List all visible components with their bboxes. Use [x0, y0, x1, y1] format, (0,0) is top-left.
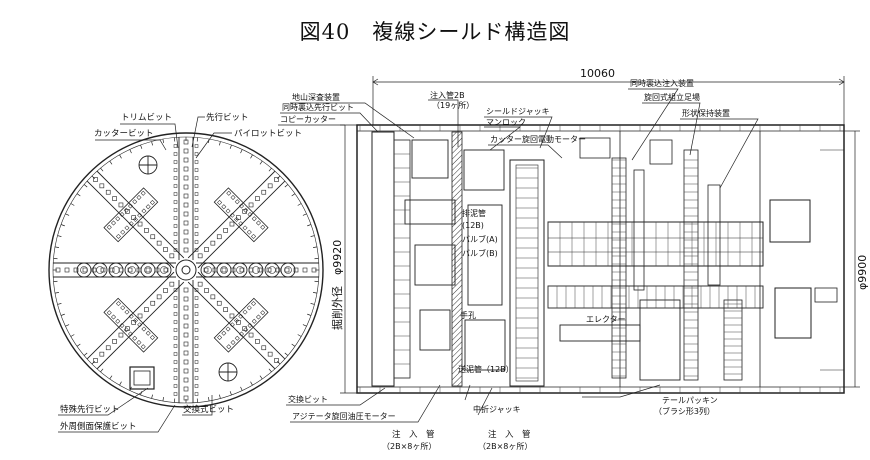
label-feed-pipe: 送泥管（12B） — [458, 364, 514, 374]
label-drain-pipe: 排泥管 — [462, 208, 486, 218]
label-pilot-bit: パイロットビット — [234, 129, 302, 139]
label-agitator-motor: アジテータ旋回油圧モーター — [292, 411, 396, 421]
label-cutter-bit: カッタービット — [94, 129, 154, 139]
label-simul-grout-device: 同時裏込注入装置 — [630, 78, 694, 88]
label-injection-pipe-1-count: （2B×8ヶ所） — [382, 441, 436, 451]
label-rotating-scaffold: 旋回式組立足場 — [644, 92, 700, 102]
figure-title: 図40 複線シールド構造図 — [299, 20, 571, 44]
label-exchange-bit-side: 交換ビット — [288, 394, 328, 404]
label-drain-pipe-count: (12B) — [462, 221, 484, 230]
label-exchange-bit: 交換式ビット — [183, 404, 234, 415]
label-shield-jack: シールドジャッキ — [486, 107, 550, 116]
label-earth-pressure-device: 地山深査装置 — [292, 92, 340, 102]
label-injection-pipe-2: 注 入 管 — [488, 429, 531, 440]
label-injection-pipe-2-count: （2B×8ヶ所） — [478, 441, 532, 451]
label-valve-1: バルブ(A) — [462, 234, 498, 244]
label-outer-protect-bit: 外周側面保護ビット — [60, 421, 137, 432]
label-copy-cutter: コピーカッター — [280, 115, 336, 124]
label-man-lock: マンロック — [486, 118, 526, 127]
label-erector: エレクター — [586, 315, 626, 324]
cutter-face-front-view — [48, 132, 324, 408]
label-leading-bit: 先行ビット — [206, 112, 249, 123]
dimension-excavation-diameter: 掘削外径 φ9920 — [330, 240, 344, 330]
label-simul-grout-leading-bit: 同時裏込先行ビット — [282, 102, 354, 112]
dimension-shield-diameter: φ9900 — [856, 255, 869, 290]
label-injection-pipe-top-count: （19ヶ所） — [432, 100, 474, 110]
dimension-length: 10060 — [580, 67, 615, 80]
label-injection-pipe-top: 注入管2B — [430, 90, 465, 100]
label-valve-2: バルブ(B) — [462, 248, 498, 258]
label-special-leading-bit: 特殊先行ビット — [60, 404, 120, 415]
label-trim-bit: トリムビット — [121, 113, 172, 123]
label-tail-packing: テールパッキン — [662, 396, 718, 405]
label-hand-hole: 手孔 — [460, 310, 476, 320]
label-shape-keeper: 形状保持装置 — [682, 108, 730, 118]
label-mid-jack: 中折ジャッキ — [473, 404, 521, 414]
label-injection-pipe-1: 注 入 管 — [392, 429, 435, 440]
label-tail-packing-note: （ブラシ形3列） — [654, 406, 715, 416]
shield-side-section — [356, 124, 845, 394]
label-cutter-motor: カッター旋回電動モーター — [490, 134, 586, 144]
